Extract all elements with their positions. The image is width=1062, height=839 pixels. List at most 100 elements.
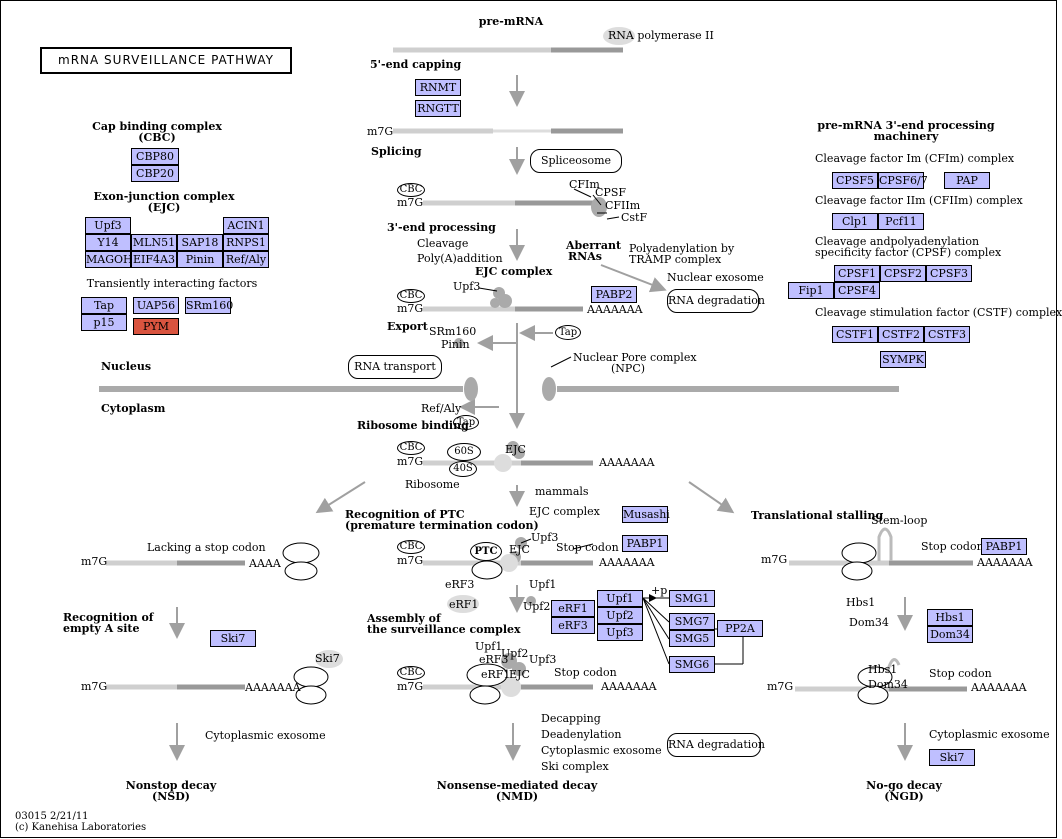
erf1-label: eRF1: [449, 598, 479, 611]
rna-transport-node[interactable]: RNA transport: [348, 355, 442, 379]
upf1-label: Upf1: [475, 640, 503, 653]
gene-pym[interactable]: PYM: [133, 318, 179, 335]
cytoplasmic-exosome-label: Cytoplasmic exosome: [541, 744, 662, 757]
cpsf-complex-label-2: specificity factor (CPSF) complex: [815, 246, 1002, 259]
gene-pinin[interactable]: Pinin: [177, 251, 223, 268]
upf1-label: Upf1: [529, 578, 557, 591]
cpsf-complex-label: Cleavage andpolyadenylation: [815, 235, 980, 248]
gene-cbp20[interactable]: CBP20: [131, 165, 179, 182]
footer-copyright: (c) Kanehisa Laboratories: [15, 822, 147, 833]
gene-upf3[interactable]: Upf3: [85, 217, 131, 234]
spliceosome-node[interactable]: Spliceosome: [530, 149, 622, 173]
cstf-label: CstF: [621, 211, 648, 224]
cbc-oval: CBC: [397, 289, 425, 303]
ejc-label: EJC: [509, 543, 530, 556]
ribosome-40s: 40S: [449, 461, 477, 477]
gene-srm160[interactable]: SRm160: [185, 297, 234, 314]
gene-erf3[interactable]: eRF3: [551, 617, 595, 634]
rna-degradation-node[interactable]: RNA degradation: [667, 733, 765, 757]
gene-cpsf67[interactable]: CPSF6/7: [878, 172, 928, 189]
gene-musashi[interactable]: Musashi: [622, 506, 670, 523]
gene-uap56[interactable]: UAP56: [133, 297, 179, 314]
transient-heading: Transiently interacting factors: [86, 277, 258, 290]
gene-mln51[interactable]: MLN51: [131, 234, 177, 251]
gene-pabp1-ngd[interactable]: PABP1: [981, 538, 1027, 555]
refaly-label: Ref/Aly: [421, 402, 462, 415]
gene-cpsf4[interactable]: CPSF4: [834, 282, 880, 299]
m7g-label: m7G: [397, 680, 424, 693]
decapping-label: Decapping: [541, 712, 601, 725]
polya-tail: AAAAAAA: [601, 680, 657, 693]
gene-cpsf5[interactable]: CPSF5: [832, 172, 878, 189]
gene-cpsf3[interactable]: CPSF3: [926, 265, 972, 282]
gene-rnps1[interactable]: RNPS1: [223, 234, 269, 251]
gene-ski7-ngd[interactable]: Ski7: [929, 749, 975, 766]
gene-smg6[interactable]: SMG6: [669, 656, 715, 673]
gene-erf1[interactable]: eRF1: [551, 600, 595, 617]
gene-refaly[interactable]: Ref/Aly: [223, 251, 269, 268]
gene-sympk[interactable]: SYMPK: [880, 351, 926, 368]
gene-smg7[interactable]: SMG7: [669, 613, 715, 630]
export-label: Export: [387, 320, 428, 333]
gene-pp2a[interactable]: PP2A: [717, 620, 763, 637]
gene-cstf1[interactable]: CSTF1: [832, 326, 878, 343]
gene-acin1[interactable]: ACIN1: [223, 217, 269, 234]
erf1-label: eRF1: [481, 668, 511, 681]
gene-cbp80[interactable]: CBP80: [131, 148, 179, 165]
npc-abbr-label: (NPC): [611, 362, 646, 375]
cpsf-label: CPSF: [595, 186, 626, 199]
gene-y14[interactable]: Y14: [85, 234, 131, 251]
gene-fip1[interactable]: Fip1: [788, 282, 834, 299]
gene-upf2[interactable]: Upf2: [597, 607, 643, 624]
gene-pabp1[interactable]: PABP1: [622, 535, 668, 552]
polya-tail: AAAAAAA: [599, 556, 655, 569]
cytoplasmic-exosome-label: Cytoplasmic exosome: [205, 729, 326, 742]
ejc-heading: Exon-junction complex: [93, 190, 235, 203]
cstf-complex-label: Cleavage stimulation factor (CSTF) compl…: [815, 306, 1062, 319]
gene-eif4a3[interactable]: EIF4A3: [131, 251, 177, 268]
gene-tap[interactable]: Tap: [81, 297, 127, 314]
gene-upf3b[interactable]: Upf3: [597, 624, 643, 641]
gene-pcf11[interactable]: Pcf11: [878, 213, 924, 230]
pinin-label: Pinin: [441, 338, 470, 351]
gene-rnmt[interactable]: RNMT: [415, 79, 461, 96]
gene-cpsf1[interactable]: CPSF1: [834, 265, 880, 282]
gene-sap18[interactable]: SAP18: [177, 234, 223, 251]
gene-dom34[interactable]: Dom34: [927, 626, 973, 643]
stop-codon-label: Stop codon: [921, 540, 984, 553]
cfim-complex-label: Cleavage factor Im (CFIm) complex: [815, 152, 1015, 165]
gene-cstf2[interactable]: CSTF2: [878, 326, 924, 343]
gene-cpsf2[interactable]: CPSF2: [880, 265, 926, 282]
splicing-label: Splicing: [371, 145, 422, 158]
hbs1-label: Hbs1: [846, 596, 876, 609]
gene-rngtt[interactable]: RNGTT: [415, 100, 461, 117]
gene-magoh[interactable]: MAGOH: [85, 251, 133, 268]
polya-tail: AAAAAAA: [977, 556, 1033, 569]
gene-upf1[interactable]: Upf1: [597, 590, 643, 607]
gene-pap[interactable]: PAP: [944, 172, 990, 189]
ejc-complex-label: EJC complex: [475, 265, 553, 278]
gene-hbs1[interactable]: Hbs1: [927, 609, 973, 626]
rna-polymerase-label: RNA polymerase II: [608, 29, 714, 42]
gene-ski7-nsd[interactable]: Ski7: [210, 630, 256, 647]
ski-complex-label: Ski complex: [541, 760, 609, 773]
gene-smg5[interactable]: SMG5: [669, 630, 715, 647]
gene-cstf3[interactable]: CSTF3: [924, 326, 970, 343]
cfiim-label: CFIIm: [605, 199, 641, 212]
end3-processing-label: 3'-end processing: [387, 221, 496, 234]
recognition-a-site-label: Recognition of: [63, 611, 154, 624]
gene-smg1[interactable]: SMG1: [669, 590, 715, 607]
upf2-label: Upf2: [523, 600, 551, 613]
gene-p15[interactable]: p15: [81, 314, 127, 331]
rna-degradation-node[interactable]: RNA degradation: [667, 289, 765, 313]
assembly-label: Assembly of: [367, 612, 441, 625]
tap-oval: Tap: [555, 325, 581, 340]
mammals-label: mammals: [535, 485, 589, 498]
ejc-label: EJC: [509, 668, 530, 681]
cbc-oval: CBC: [397, 666, 425, 680]
cbc-heading-abbr: (CBC): [138, 131, 176, 144]
gene-pabp2[interactable]: PABP2: [591, 286, 637, 303]
gene-clp1[interactable]: Clp1: [832, 213, 878, 230]
dom34-label: Dom34: [868, 678, 908, 691]
